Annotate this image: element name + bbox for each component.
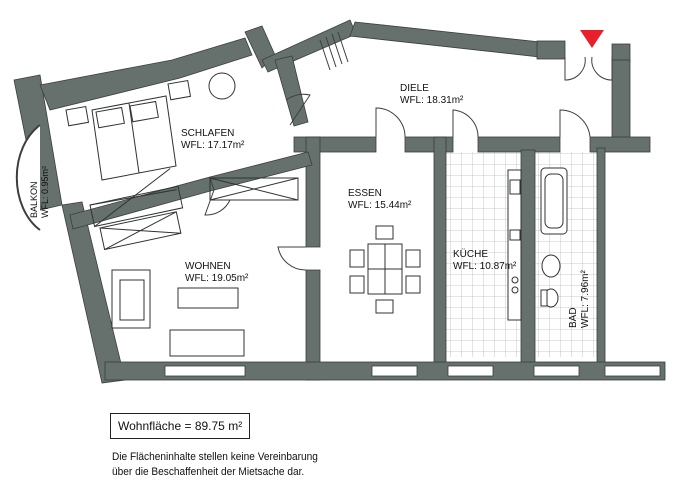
furniture <box>65 72 568 357</box>
balkon-name: BALKON <box>29 181 39 218</box>
schlafen-name: SCHLAFEN <box>181 128 234 139</box>
bathtub-icon <box>540 167 568 235</box>
sofa-icon <box>169 329 245 357</box>
kitchen-counter-icon <box>507 169 522 321</box>
balkon-area: WFL: 0.95m² <box>40 166 50 218</box>
room-labels: DIELE WFL: 18.31m² SCHLAFEN WFL: 17.17m²… <box>29 83 591 328</box>
balcony-outline <box>15 124 41 231</box>
window-vents <box>319 31 349 71</box>
kueche-area: WFL: 10.87m² <box>453 261 517 272</box>
diele-area: WFL: 18.31m² <box>400 95 464 106</box>
wohnen-area: WFL: 19.05m² <box>185 273 249 284</box>
essen-area: WFL: 15.44m² <box>348 200 412 211</box>
windows-bottom <box>164 365 661 377</box>
wohnen-name: WOHNEN <box>185 261 231 272</box>
essen-name: ESSEN <box>348 188 382 199</box>
living-area-summary-text: Wohnfläche = 89.75 m² <box>118 419 243 433</box>
armchair-icon <box>111 269 151 329</box>
bed-icon <box>91 95 177 181</box>
bedroom-table-icon <box>208 72 236 100</box>
bad-area: WFL: 7.96m² <box>580 270 591 328</box>
door-swings <box>204 56 613 271</box>
disclaimer-line-1: Die Flächeninhalte stellen keine Vereinb… <box>112 451 318 463</box>
disclaimer-note: Die Flächeninhalte stellen keine Vereinb… <box>112 450 336 480</box>
bad-name: BAD <box>568 307 579 328</box>
walls <box>13 19 666 384</box>
entrance-marker-icon <box>580 30 604 48</box>
disclaimer-line-2: über die Beschaffenheit der Mietsache da… <box>112 466 305 478</box>
living-area-summary: Wohnfläche = 89.75 m² <box>110 413 250 439</box>
kueche-name: KÜCHE <box>453 248 488 260</box>
sink-icon <box>541 254 561 278</box>
coffee-table-icon <box>177 287 239 309</box>
schlafen-area: WFL: 17.17m² <box>181 140 245 151</box>
diele-name: DIELE <box>400 83 429 94</box>
wardrobe-icon <box>209 177 299 201</box>
